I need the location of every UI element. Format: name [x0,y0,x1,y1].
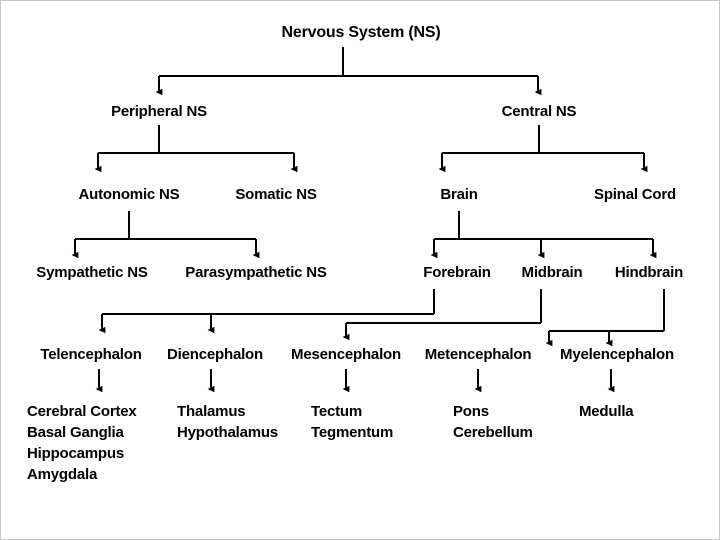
leaf-group-myelencephalon: Medulla [579,401,634,422]
node-brain: Brain [440,186,478,203]
leaf-cerebellum: Cerebellum [453,424,533,441]
leaf-medulla: Medulla [579,403,634,420]
leaf-tectum: Tectum [311,403,363,420]
leaf-hippocampus: Hippocampus [27,445,124,462]
leaf-cerebral-cortex: Cerebral Cortex [27,403,137,420]
node-spinal-cord: Spinal Cord [594,186,676,203]
node-somatic-ns: Somatic NS [235,186,317,203]
node-central-ns: Central NS [501,103,577,120]
leaf-group-metencephalon: Pons Cerebellum [453,401,533,443]
node-autonomic-ns: Autonomic NS [78,186,180,203]
node-hindbrain: Hindbrain [614,264,684,281]
node-midbrain: Midbrain [521,264,583,281]
node-telencephalon: Telencephalon [40,346,142,363]
leaf-hypothalamus: Hypothalamus [177,424,278,441]
node-nervous-system: Nervous System (NS) [281,24,441,41]
node-peripheral-ns: Peripheral NS [111,103,207,120]
node-mesencephalon: Mesencephalon [291,346,401,363]
leaf-thalamus: Thalamus [177,403,246,420]
leaf-tegmentum: Tegmentum [311,424,394,441]
leaf-group-telencephalon: Cerebral Cortex Basal Ganglia Hippocampu… [27,401,137,485]
node-metencephalon: Metencephalon [424,346,532,363]
node-forebrain: Forebrain [423,264,491,281]
leaf-amygdala: Amygdala [27,466,98,483]
leaf-pons: Pons [453,403,489,420]
node-diencephalon: Diencephalon [167,346,263,363]
leaf-basal-ganglia: Basal Ganglia [27,424,124,441]
node-sympathetic-ns: Sympathetic NS [36,264,148,281]
node-myelencephalon: Myelencephalon [560,346,674,363]
node-parasympathetic-ns: Parasympathetic NS [185,264,327,281]
leaf-group-diencephalon: Thalamus Hypothalamus [177,401,278,443]
leaf-group-mesencephalon: Tectum Tegmentum [311,401,393,443]
